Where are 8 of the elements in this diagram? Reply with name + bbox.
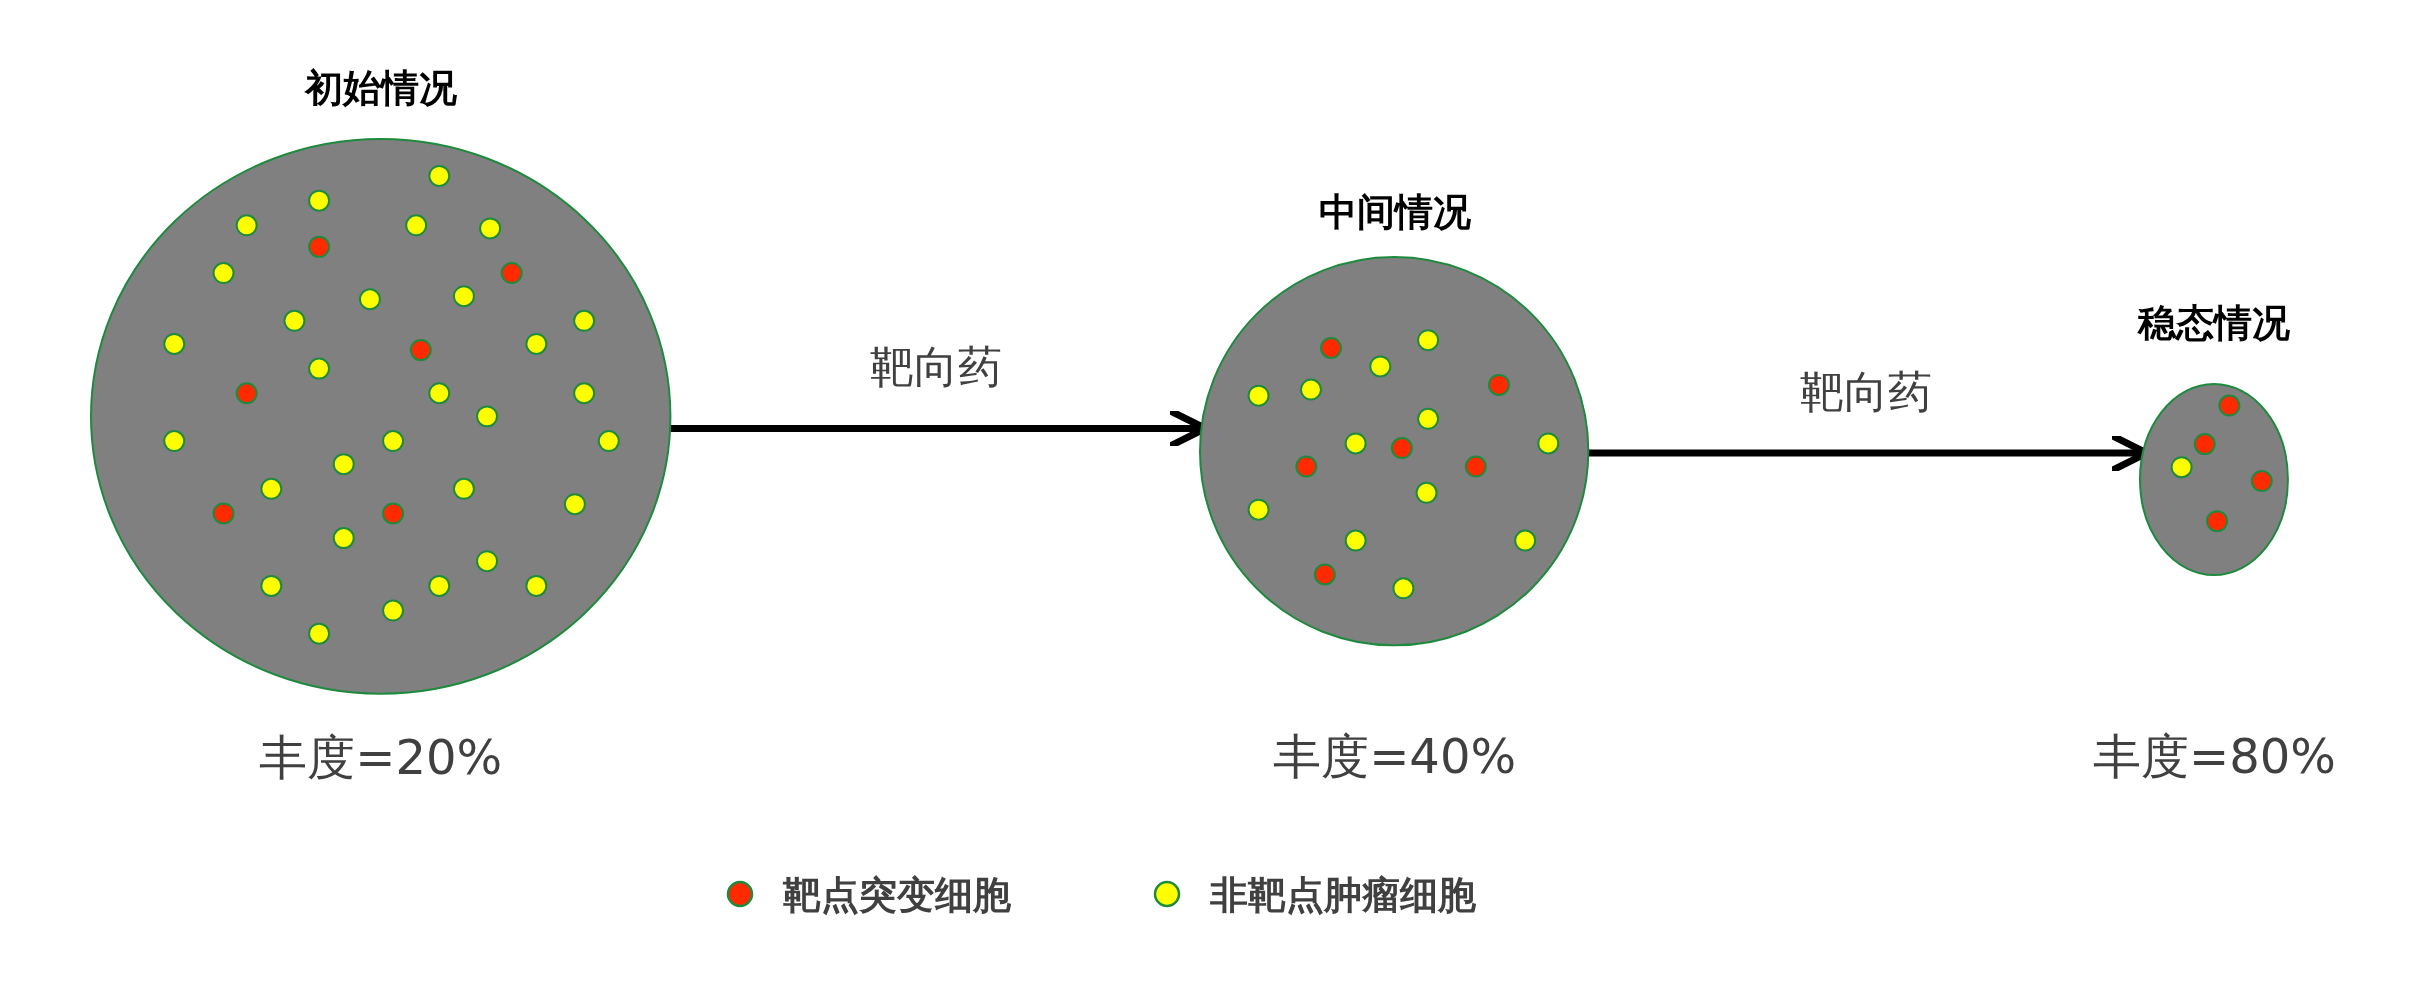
group-title: 中间情况	[1318, 188, 1471, 236]
abundance-label: 丰度=40%	[1273, 726, 1517, 786]
legend-label: 非靶点肿瘤细胞	[1209, 871, 1476, 919]
abundance-label: 丰度=80%	[2092, 726, 2336, 786]
group-title: 稳态情况	[2138, 299, 2291, 347]
legend-label: 靶点突变细胞	[782, 871, 1011, 919]
group-title: 初始情况	[304, 65, 457, 113]
abundance-label: 丰度=20%	[259, 728, 503, 788]
